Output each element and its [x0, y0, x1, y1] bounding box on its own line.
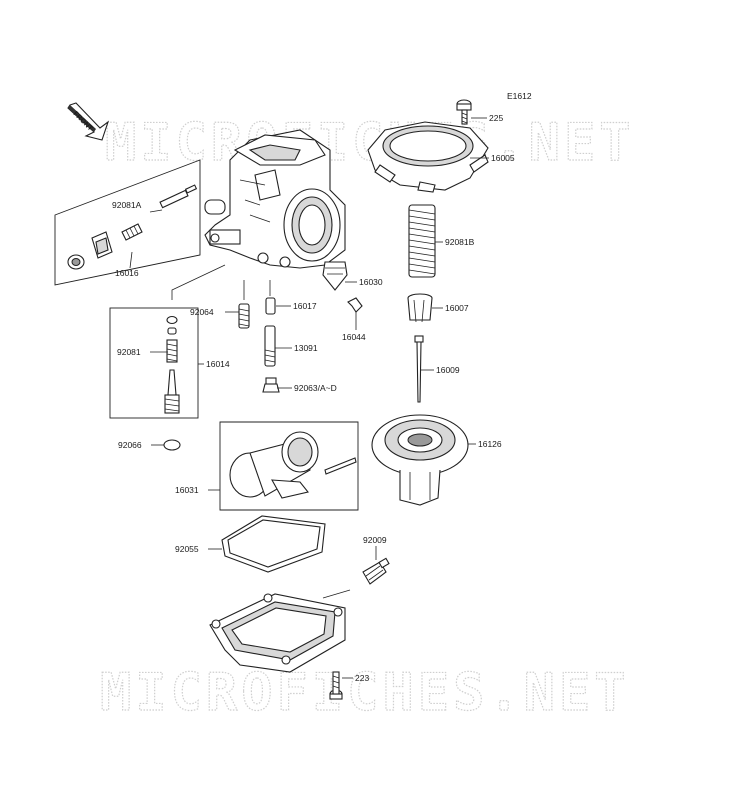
- jet-needle-16009: [414, 335, 424, 403]
- label-16031[interactable]: 16031: [175, 485, 199, 495]
- jet-92064: [238, 280, 250, 329]
- label-16030[interactable]: 16030: [359, 277, 383, 287]
- label-225[interactable]: 225: [489, 113, 503, 123]
- label-16005[interactable]: 16005: [491, 153, 515, 163]
- label-16014[interactable]: 16014: [206, 359, 230, 369]
- label-223[interactable]: 223: [355, 673, 369, 683]
- float-valve-16030: [322, 261, 348, 291]
- part-labels: 225 16005 92081B 16030 16044 16007 16009…: [112, 113, 515, 683]
- vacuum-piston-16126: [371, 414, 469, 506]
- screw-223: [329, 671, 343, 700]
- label-92081A[interactable]: 92081A: [112, 200, 142, 210]
- label-16009[interactable]: 16009: [436, 365, 460, 375]
- top-cover-16005: [367, 121, 489, 193]
- label-16126[interactable]: 16126: [478, 439, 502, 449]
- label-92009[interactable]: 92009: [363, 535, 387, 545]
- needle-holder-16007: [407, 293, 433, 323]
- air-screw-assembly-16016: [54, 159, 201, 286]
- clip-16044: [347, 297, 363, 313]
- label-13091[interactable]: 13091: [294, 343, 318, 353]
- label-16016[interactable]: 16016: [115, 268, 139, 278]
- plug-92066: [163, 439, 181, 451]
- ref-code: E1612: [507, 91, 532, 101]
- carburetor-body: [204, 129, 346, 269]
- jet-16017: [265, 280, 276, 315]
- label-16044[interactable]: 16044: [342, 332, 366, 342]
- label-92064[interactable]: 92064: [190, 307, 214, 317]
- drain-screw-92009: [362, 557, 390, 585]
- needle-jet-13091: [264, 325, 276, 367]
- float-16031: [219, 421, 359, 511]
- label-92081B[interactable]: 92081B: [445, 237, 475, 247]
- watermark-bottom: MICROFICHES.NET: [100, 663, 630, 723]
- label-16017[interactable]: 16017: [293, 301, 317, 311]
- main-jet-92063: [262, 377, 280, 393]
- label-92081[interactable]: 92081: [117, 347, 141, 357]
- pilot-screw-assembly-16014: [109, 307, 199, 419]
- leader-lines: [129, 117, 489, 679]
- label-92066[interactable]: 92066: [118, 440, 142, 450]
- gasket-92055: [221, 515, 326, 573]
- screw-225: [456, 99, 472, 125]
- spring-92081B: [408, 204, 436, 278]
- float-chamber: [209, 593, 346, 673]
- label-92063[interactable]: 92063/A~D: [294, 383, 337, 393]
- front-arrow-icon: FRONT: [67, 102, 110, 141]
- watermark-top: MICROFICHES.NET: [105, 113, 635, 173]
- label-92055[interactable]: 92055: [175, 544, 199, 554]
- label-16007[interactable]: 16007: [445, 303, 469, 313]
